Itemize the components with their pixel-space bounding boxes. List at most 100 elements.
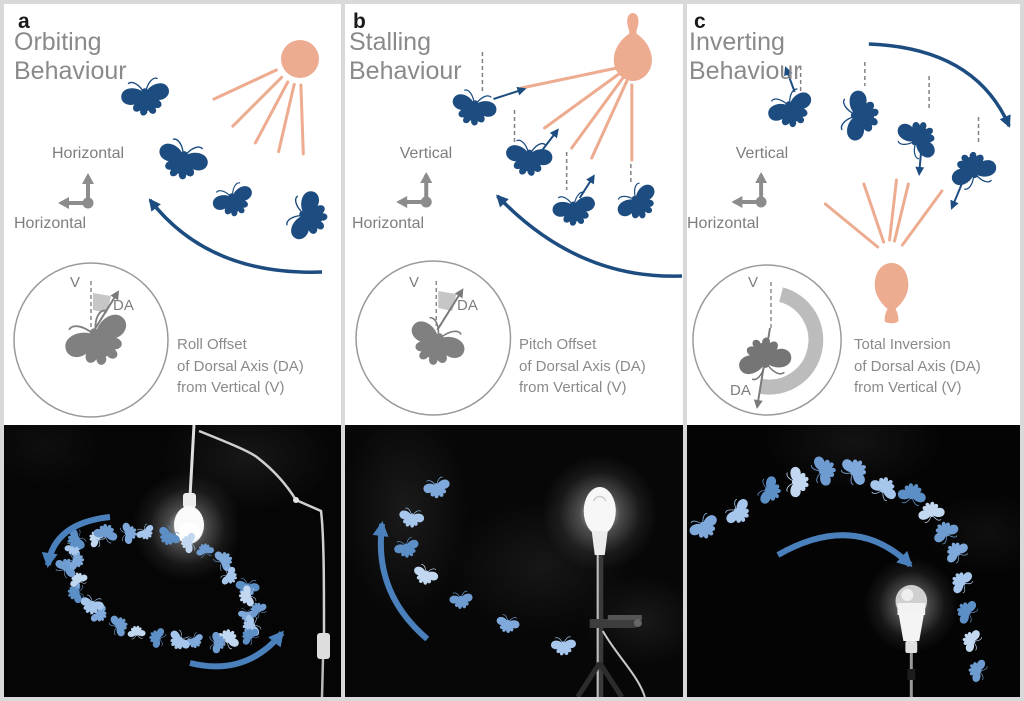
dorsal-axis-arrow-icon: [436, 288, 464, 331]
moth-icon: [126, 624, 147, 640]
moth-icon: [839, 88, 881, 144]
axis-up-label: Horizontal: [51, 145, 125, 162]
moth-icon: [896, 480, 929, 507]
pitch-offset-inset: [355, 260, 512, 416]
moth-icon: [208, 178, 259, 223]
roll-offset-inset: [13, 262, 169, 418]
moth-icon: [762, 84, 820, 136]
panel-title: Inverting Behaviour: [689, 28, 802, 85]
cable-connector: [317, 633, 330, 659]
arc-over-arrow-icon: [776, 532, 913, 568]
moth-icon: [118, 75, 174, 120]
inset-caption: Pitch Offset of Dorsal Axis (DA) from Ve…: [519, 336, 646, 396]
moth-icon: [282, 186, 335, 247]
moth-icon: [610, 176, 666, 229]
axis-left-label: Horizontal: [352, 215, 425, 232]
upright-bulb-icon: [895, 585, 928, 697]
power-cable: [601, 630, 646, 697]
stalling-diagram-graphic: [355, 13, 683, 416]
stalling-photo-graphic: [372, 455, 658, 697]
panel-label: b: [353, 10, 366, 33]
dorsal-axis-label: DA: [457, 297, 478, 314]
moth-icon: [958, 625, 984, 655]
moth-icon: [755, 473, 785, 509]
dorsal-axis-arrows: [784, 66, 966, 210]
moth-icon: [152, 134, 213, 187]
axis-up-label: Vertical: [735, 145, 789, 162]
panel-a-photo: [4, 425, 341, 697]
moth-icon: [106, 611, 132, 640]
axis-left-label: Horizontal: [14, 215, 87, 232]
moth-icon: [916, 499, 947, 525]
dorsal-axis-label: DA: [113, 297, 134, 314]
moth-icon: [890, 110, 947, 166]
moth-icon: [786, 466, 809, 498]
light-bulb-icon: [520, 13, 652, 162]
panel-a-diagram: a Orbiting Behaviour Horizontal Horizont…: [4, 4, 341, 425]
moth-icon: [391, 535, 423, 562]
light-bulb-icon: [823, 178, 944, 324]
moth-icon: [928, 516, 962, 548]
inset-caption: Roll Offset of Dorsal Axis (DA) from Ver…: [177, 336, 304, 396]
dorsal-axis-arrow-icon: [92, 290, 120, 333]
orbit-arrow-right-icon: [189, 630, 285, 670]
moth-icon: [421, 475, 453, 502]
total-inversion-inset: [692, 264, 842, 416]
vertical-label: V: [409, 274, 420, 291]
panel-c-photo: [687, 425, 1020, 697]
axis-arrows-icon: [58, 173, 94, 209]
moth-icon: [687, 509, 724, 545]
dorsal-axis-arrows: [493, 86, 595, 199]
moth-icon: [493, 613, 522, 636]
moth-silhouettes: [762, 84, 1001, 194]
power-cable: [198, 429, 330, 697]
hanging-bulb-icon: [174, 425, 204, 544]
moth-icon: [550, 635, 578, 657]
orbit-direction-arrow-icon: [148, 198, 323, 274]
climb-arrow-icon: [372, 521, 430, 642]
axis-left-label: Horizontal: [687, 215, 760, 232]
panel-c: c Inverting Behaviour Vertical Horizonta…: [687, 4, 1020, 697]
bulb-on-stand-icon: [575, 487, 646, 697]
panel-label: a: [18, 10, 30, 33]
moth-icon: [866, 471, 902, 505]
panel-title: Orbiting Behaviour: [14, 28, 127, 85]
panel-c-diagram: c Inverting Behaviour Vertical Horizonta…: [687, 4, 1020, 425]
axis-arrows-icon: [731, 172, 768, 208]
moth-icon: [396, 506, 426, 531]
panel-label: c: [694, 10, 706, 33]
moth-icon: [549, 189, 600, 230]
moth-icon: [836, 451, 874, 490]
moth-icon: [448, 590, 475, 611]
moth-icon: [721, 494, 756, 531]
axis-arrows-icon: [396, 172, 433, 208]
moth-icon: [965, 656, 990, 685]
offset-angle-wedge: [93, 293, 111, 313]
inverting-photo-graphic: [687, 451, 990, 697]
moth-icon: [410, 562, 441, 589]
orbiting-photo-graphic: [41, 425, 330, 697]
inverting-moth-trail: [687, 451, 990, 685]
inverting-diagram-graphic: [692, 42, 1011, 416]
clamp: [589, 619, 636, 628]
vertical-label: V: [70, 274, 81, 291]
panel-b-diagram: b Stalling Behaviour Vertical Horizontal…: [345, 4, 683, 425]
panel-title: Stalling Behaviour: [349, 28, 462, 85]
moth-icon: [808, 451, 841, 489]
vertical-reference-dashed-lines: [481, 52, 632, 190]
panel-b: b Stalling Behaviour Vertical Horizontal…: [345, 4, 683, 697]
inversion-direction-arrow-icon: [868, 42, 1011, 128]
axis-up-label: Vertical: [399, 145, 453, 162]
orbit-arrow-left-icon: [41, 514, 111, 568]
flight-direction-arrow-icon: [496, 194, 683, 278]
panel-a: a Orbiting Behaviour Horizontal Horizont…: [4, 4, 341, 697]
moth-icon: [945, 145, 1001, 194]
panel-b-photo: [345, 425, 683, 697]
moth-icon: [447, 86, 501, 131]
inset-caption: Total Inversion of Dorsal Axis (DA) from…: [854, 336, 981, 396]
light-source-icon: [212, 40, 319, 156]
vertical-reference-dashed-lines: [799, 62, 980, 144]
vertical-label: V: [748, 274, 759, 291]
inversion-arc: [759, 287, 824, 395]
